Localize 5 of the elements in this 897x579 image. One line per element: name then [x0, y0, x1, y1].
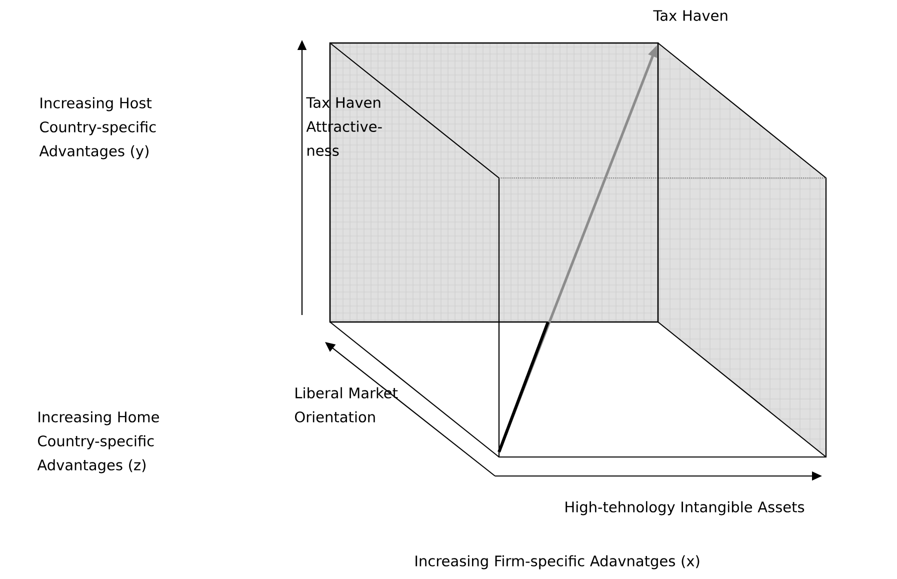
axis-label: Increasing Home Country-specific Advantages (z) — [37, 411, 159, 474]
vector-label: Tax Haven — [653, 10, 728, 21]
axis-label: High-tehnology Intangible Assets — [566, 501, 804, 516]
axis-label: Increasing Host Country-specific Advantages (y) — [39, 97, 156, 160]
axis-label: Increasing Firm-specific Adavnatges (x) — [416, 555, 700, 570]
